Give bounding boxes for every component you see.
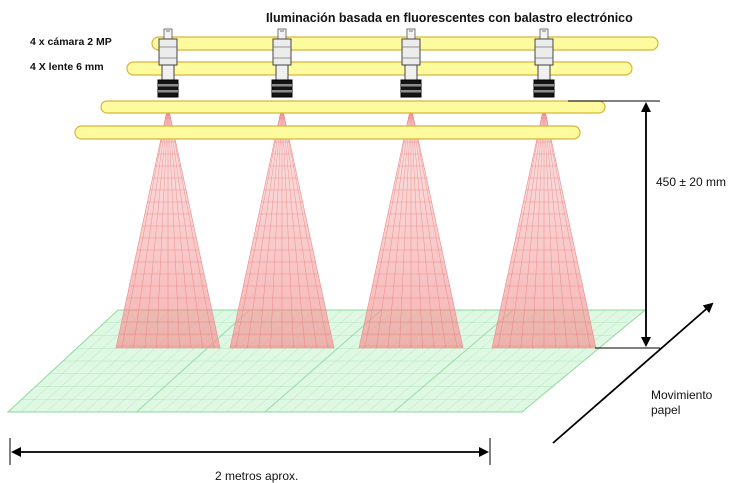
view-cone [115, 105, 221, 349]
lens-icon [533, 79, 555, 98]
camera-body [401, 38, 421, 66]
lens-ring [401, 90, 421, 93]
view-cone [229, 105, 335, 349]
view-cone-grid-line [281, 105, 294, 349]
view-cone-grid-line [133, 105, 169, 349]
view-cone-grid-line [532, 105, 545, 349]
view-cone-grid-line [543, 105, 591, 349]
view-cone-grid-line [167, 105, 180, 349]
view-cone-grid-line [167, 105, 215, 349]
view-cone-grid-line [509, 105, 545, 349]
view-cone-grid-line [144, 105, 169, 349]
lens-ring [272, 90, 292, 93]
view-cone-grid-line [281, 105, 317, 349]
view-cone-grid-line [410, 105, 435, 349]
lens-icon [271, 79, 293, 98]
view-cone-grid-line [281, 105, 306, 349]
view-cone [358, 105, 464, 349]
camera-row [157, 28, 555, 98]
view-cone-grid-line [497, 105, 545, 349]
view-cone-grid-line [387, 105, 412, 349]
camera-icon [533, 28, 555, 98]
view-cone-grid-line [167, 105, 203, 349]
view-cone-grid-line [258, 105, 283, 349]
camera-icon [271, 28, 293, 98]
camera-body [534, 38, 554, 66]
fluorescent-tube-3 [100, 100, 606, 114]
view-cone [491, 105, 597, 349]
lens-ring [534, 90, 554, 93]
camera-body [272, 38, 292, 66]
camera-connector [406, 28, 416, 40]
lens-label: 4 X lente 6 mm [30, 61, 104, 73]
camera-body [158, 38, 178, 66]
view-cone-grid-line [376, 105, 412, 349]
lens-ring [158, 84, 178, 87]
fluorescent-tube-2 [126, 61, 633, 76]
fluorescent-tube-4 [74, 125, 581, 140]
camera-connector [539, 28, 549, 40]
cameras-label: 4 x cámara 2 MP [30, 36, 112, 48]
view-cone-grid-line [520, 105, 545, 349]
view-cone-grid-line [281, 105, 329, 349]
view-cone-grid-line [235, 105, 283, 349]
camera-icon [157, 28, 179, 98]
lens-ring [534, 84, 554, 87]
movement-label-line2: papel [651, 403, 681, 417]
camera-view-cones [115, 105, 597, 349]
camera-connector [163, 28, 173, 40]
lens-ring [158, 90, 178, 93]
lens-ring [401, 84, 421, 87]
movement-label-line1: Movimiento [651, 388, 713, 402]
view-cone-grid-line [167, 105, 192, 349]
lens-icon [157, 79, 179, 98]
camera-neck [275, 64, 289, 81]
lens-ring [272, 84, 292, 87]
view-cone-grid-line [247, 105, 283, 349]
camera-neck [404, 64, 418, 81]
diagram-title: Iluminación basada en fluorescentes con … [266, 11, 633, 25]
view-cone-grid-line [410, 105, 423, 349]
movement-arrow [552, 302, 714, 444]
view-cone-grid-line [399, 105, 412, 349]
view-cone-grid-line [543, 105, 579, 349]
width-label: 2 metros aprox. [215, 469, 299, 483]
camera-connector [277, 28, 287, 40]
width-dimension [9, 438, 491, 465]
view-cone-grid-line [410, 105, 446, 349]
lens-icon [400, 79, 422, 98]
view-cone-grid-line [270, 105, 283, 349]
height-dimension [568, 100, 660, 349]
view-cone-grid-line [156, 105, 169, 349]
camera-neck [161, 64, 175, 81]
camera-neck [537, 64, 551, 81]
view-cone-grid-line [543, 105, 568, 349]
view-cone-grid-line [364, 105, 412, 349]
camera-icon [400, 28, 422, 98]
view-cone-grid-line [543, 105, 556, 349]
height-label: 450 ± 20 mm [656, 175, 726, 189]
view-cone-grid-line [410, 105, 458, 349]
view-cone-grid-line [121, 105, 169, 349]
